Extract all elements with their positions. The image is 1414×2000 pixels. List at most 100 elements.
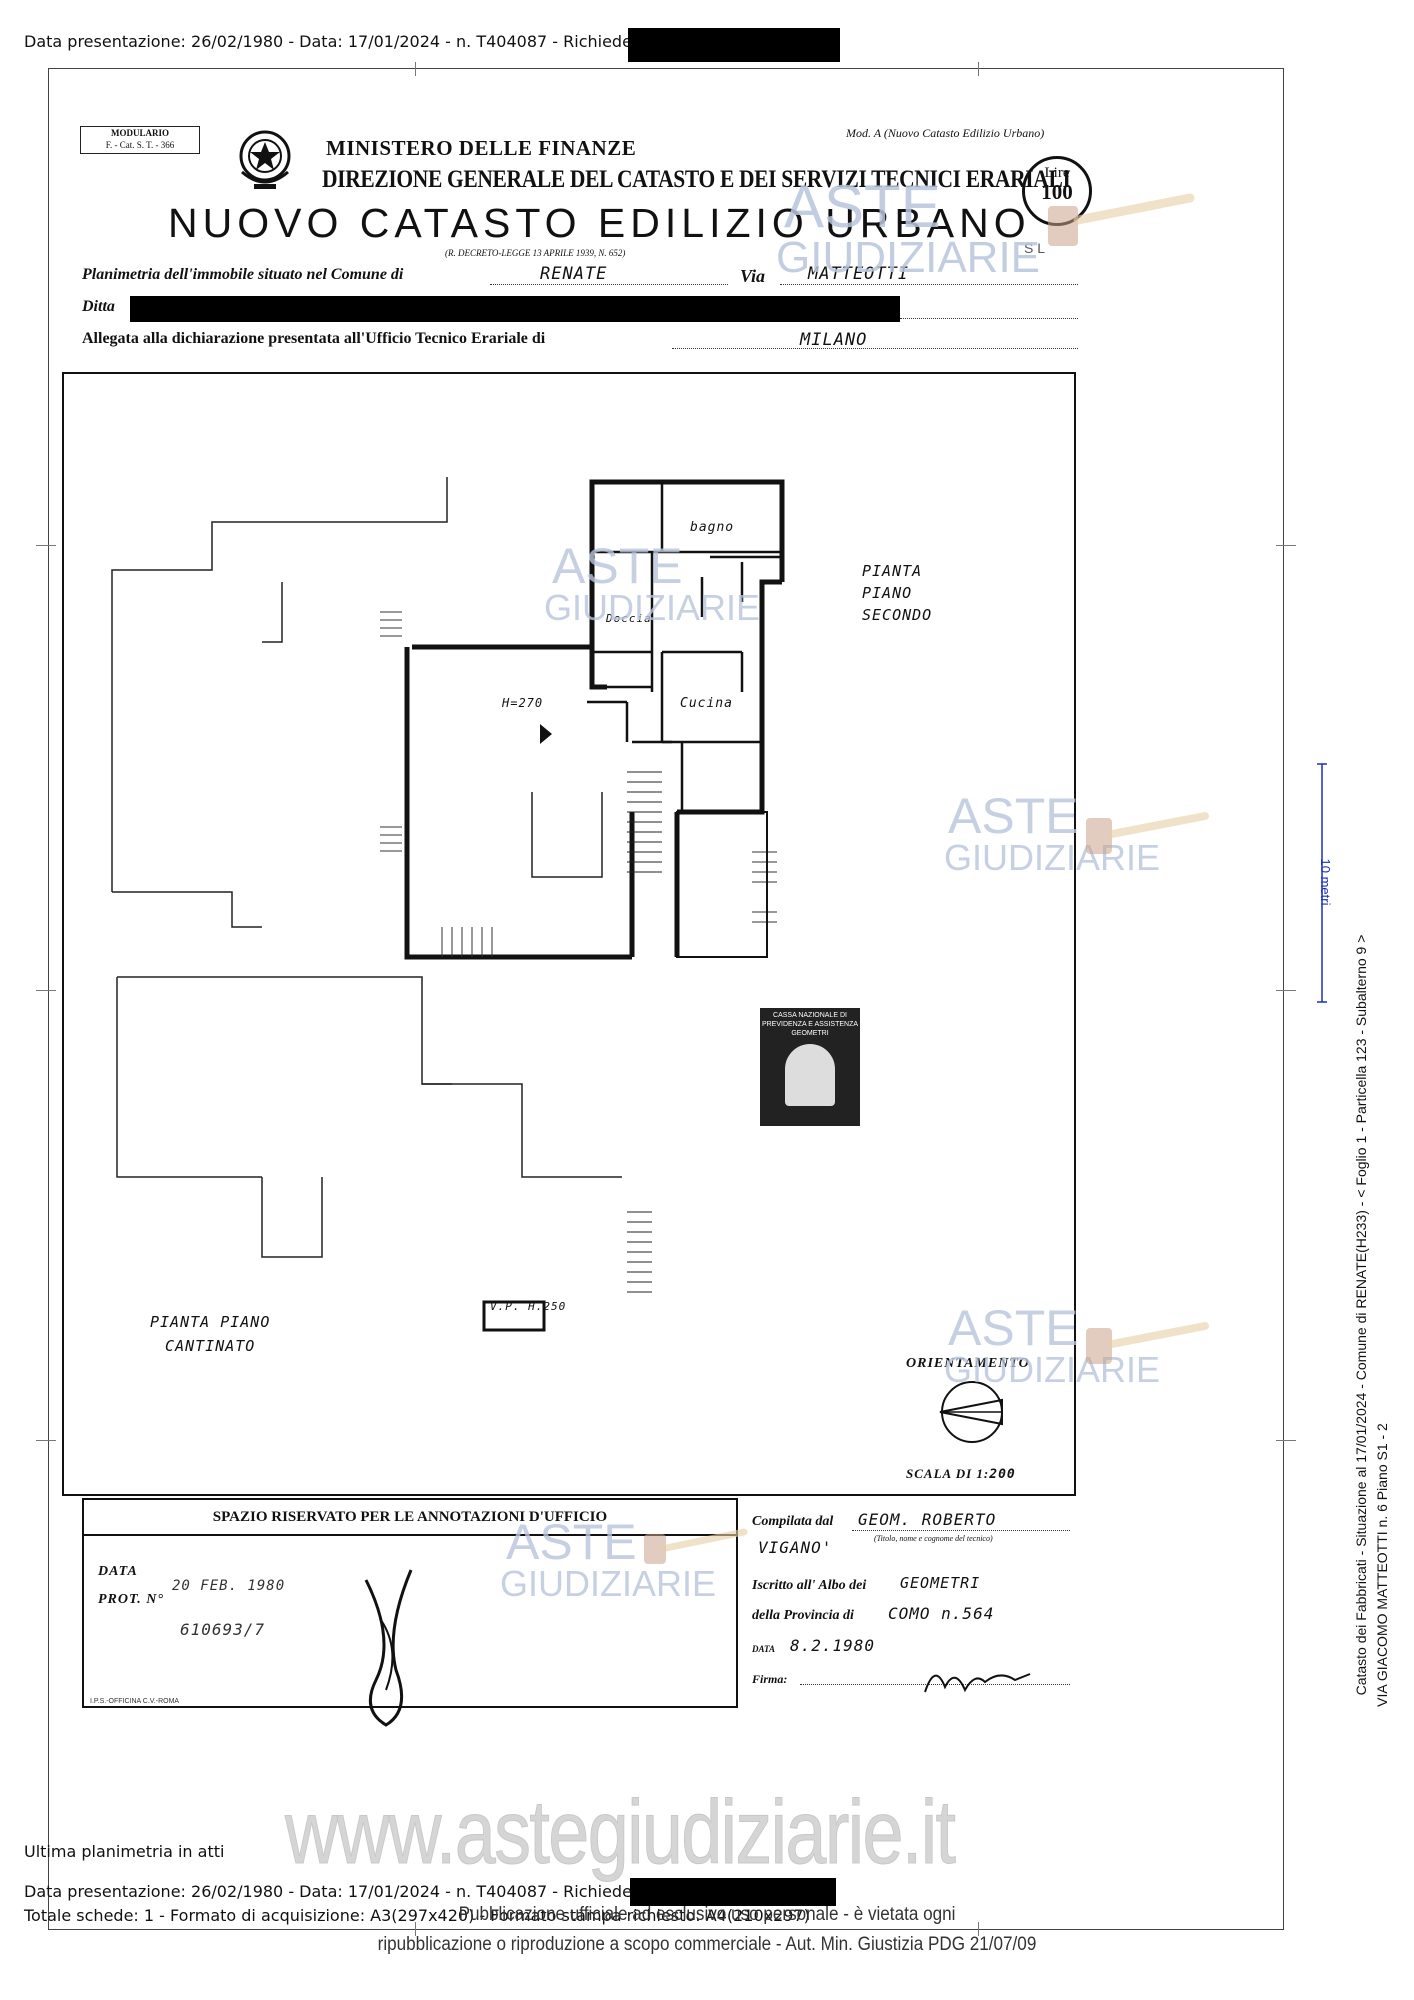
gavel-watermark-icon bbox=[1086, 1322, 1209, 1364]
office-prot-label: PROT. N° bbox=[98, 1592, 164, 1607]
orientamento-label: ORIENTAMENTO bbox=[906, 1356, 1030, 1371]
redacted-requester-footer bbox=[630, 1878, 836, 1906]
watermark-giudiziarie: GIUDIZIARIE bbox=[944, 1349, 1161, 1390]
provincia-label: della Provincia di bbox=[752, 1608, 854, 1623]
provincia-value: COMO n.564 bbox=[888, 1604, 995, 1623]
watermark-giudiziarie: GIUDIZIARIE bbox=[544, 587, 761, 628]
ditta-label: Ditta bbox=[82, 298, 115, 315]
pianta-secondo-line-3: SECONDO bbox=[862, 606, 933, 624]
scala-prefix: SCALA DI 1: bbox=[906, 1466, 990, 1481]
compilata-label: Compilata dal bbox=[752, 1514, 834, 1529]
cantina-height-label: V.P. H.250 bbox=[490, 1300, 567, 1313]
iscritto-value: GEOMETRI bbox=[900, 1574, 981, 1592]
tick-mark bbox=[36, 990, 56, 991]
stamp-portrait-icon bbox=[785, 1044, 835, 1106]
doccia-label: Doccia bbox=[606, 612, 652, 625]
gavel-watermark-icon bbox=[1048, 193, 1195, 246]
tick-mark bbox=[36, 1440, 56, 1441]
pianta-cantinato-line-1: PIANTA PIANO bbox=[150, 1313, 271, 1331]
ufficio-value: MILANO bbox=[800, 330, 868, 350]
office-data-label: DATA bbox=[98, 1564, 138, 1579]
stamp-line-3: GEOMETRI bbox=[791, 1030, 829, 1037]
nuovo-catasto-title: NUOVO CATASTO EDILIZIO URBANO bbox=[168, 200, 1031, 246]
revenue-stamp: CASSA NAZIONALE DI PREVIDENZA E ASSISTEN… bbox=[760, 1008, 860, 1126]
site-watermark: www.astegiudiziarie.it bbox=[285, 1783, 957, 1884]
tick-mark bbox=[1276, 990, 1296, 991]
lire-label: Lire bbox=[1044, 165, 1070, 181]
scala-value: 200 bbox=[989, 1467, 1016, 1482]
watermark-giudiziarie: GIUDIZIARIE bbox=[500, 1563, 717, 1604]
watermark-giudiziarie: GIUDIZIARIE bbox=[776, 233, 1041, 282]
iscritto-label: Iscritto all' Albo dei bbox=[752, 1578, 867, 1593]
allegata-label: Allegata alla dichiarazione presentata a… bbox=[82, 330, 546, 347]
tecnico-data-value: 8.2.1980 bbox=[790, 1636, 876, 1655]
direzione-title: DIREZIONE GENERALE DEL CATASTO E DEI SER… bbox=[322, 166, 1071, 193]
via-value: MATTEOTTI bbox=[808, 264, 910, 284]
redacted-ditta bbox=[130, 296, 900, 322]
firma-field-line bbox=[800, 1684, 1070, 1685]
cadastral-vertical-text: Catasto dei Fabbricati - Situazione al 1… bbox=[1353, 934, 1369, 1696]
ditta-field-line bbox=[900, 318, 1078, 319]
compilata-field-line bbox=[852, 1530, 1070, 1531]
watermark-aste: ASTE bbox=[552, 538, 683, 594]
ufficio-field-line bbox=[672, 348, 1078, 349]
initials-mark: S L bbox=[1024, 240, 1046, 256]
watermark-aste: ASTE bbox=[506, 1514, 637, 1570]
planimetria-label: Planimetria dell'immobile situato nel Co… bbox=[82, 266, 404, 283]
floor-plan-drawing bbox=[111, 477, 1003, 1443]
tick-mark bbox=[415, 62, 416, 76]
tick-mark bbox=[1276, 1440, 1296, 1441]
scale-bar-icon bbox=[1317, 763, 1327, 1003]
compilata-value: GEOM. ROBERTO bbox=[858, 1510, 997, 1529]
tick-mark bbox=[978, 1922, 979, 1936]
height-main-label: H=270 bbox=[502, 696, 544, 710]
decreto-note: (R. DECRETO-LEGGE 13 APRILE 1939, N. 652… bbox=[445, 248, 626, 258]
pianta-cantinato-line-2: CANTINATO bbox=[165, 1337, 256, 1355]
watermark-giudiziarie: GIUDIZIARIE bbox=[944, 837, 1161, 878]
comune-field-line bbox=[490, 284, 728, 285]
pianta-secondo-line-2: PIANO bbox=[862, 584, 913, 602]
pianta-secondo-label: PIANTA PIANO SECONDO bbox=[862, 560, 932, 626]
footer-notice-line-2: ripubblicazione o riproduzione a scopo c… bbox=[377, 1934, 1037, 1955]
tick-mark bbox=[415, 1922, 416, 1936]
stamp-line-1: CASSA NAZIONALE DI bbox=[773, 1012, 847, 1019]
cucina-label: Cucina bbox=[680, 696, 733, 711]
address-vertical-text: VIA GIACOMO MATTEOTTI n. 6 Piano S1 - 2 bbox=[1374, 1423, 1390, 1707]
compilata-note: (Titolo, nome e cognome del tecnico) bbox=[874, 1534, 993, 1543]
mod-a-label: Mod. A (Nuovo Catasto Edilizio Urbano) bbox=[846, 126, 1045, 140]
tick-mark bbox=[1276, 545, 1296, 546]
office-annotation-box: SPAZIO RISERVATO PER LE ANNOTAZIONI D'UF… bbox=[82, 1498, 738, 1708]
pianta-secondo-line-1: PIANTA bbox=[862, 562, 923, 580]
tick-mark bbox=[978, 62, 979, 76]
compilata-value-2: VIGANO' bbox=[758, 1538, 833, 1557]
republic-emblem-icon bbox=[239, 130, 291, 189]
watermark-aste: ASTE bbox=[948, 788, 1079, 844]
comune-value: RENATE bbox=[540, 264, 608, 284]
spazio-title: SPAZIO RISERVATO PER LE ANNOTAZIONI D'UF… bbox=[84, 1500, 736, 1536]
ultima-planimetria: Ultima planimetria in atti bbox=[24, 1842, 225, 1861]
redacted-requester bbox=[628, 28, 840, 62]
scala-label: SCALA DI 1:200 bbox=[906, 1466, 1016, 1482]
tick-mark bbox=[36, 545, 56, 546]
footer-format-line: Totale schede: 1 - Formato di acquisizio… bbox=[24, 1906, 810, 1925]
footer-notice-line-1: Pubblicazione ufficiale ad esclusivo uso… bbox=[458, 1904, 956, 1925]
ministero-title: MINISTERO DELLE FINANZE bbox=[326, 136, 637, 160]
stamp-line-2: PREVIDENZA E ASSISTENZA bbox=[761, 1021, 859, 1028]
tecnico-data-label: DATA bbox=[752, 1644, 776, 1654]
bagno-label: bagno bbox=[690, 520, 735, 535]
gavel-watermark-icon bbox=[644, 1528, 748, 1564]
plan-drawing-frame bbox=[62, 372, 1076, 1496]
via-label: Via bbox=[740, 266, 766, 286]
watermark-aste: ASTE bbox=[784, 173, 941, 240]
pianta-cantinato-label: PIANTA PIANO CANTINATO bbox=[150, 1310, 270, 1358]
official-signature-icon bbox=[364, 1569, 413, 1727]
printer-note: I.P.S.-OFFICINA C.V.-ROMA bbox=[90, 1698, 180, 1705]
firma-label: Firma: bbox=[752, 1672, 788, 1686]
lire-value: 100 bbox=[1041, 180, 1073, 204]
header-info-line: Data presentazione: 26/02/1980 - Data: 1… bbox=[24, 32, 664, 51]
office-prot-value: 610693/7 bbox=[180, 1620, 266, 1639]
modulario-code: F. - Cat. S. T. - 366 bbox=[105, 140, 175, 150]
technician-signature-icon bbox=[924, 1673, 1031, 1693]
office-data-value: 20 FEB. 1980 bbox=[172, 1578, 286, 1594]
watermark-aste: ASTE bbox=[948, 1300, 1079, 1356]
